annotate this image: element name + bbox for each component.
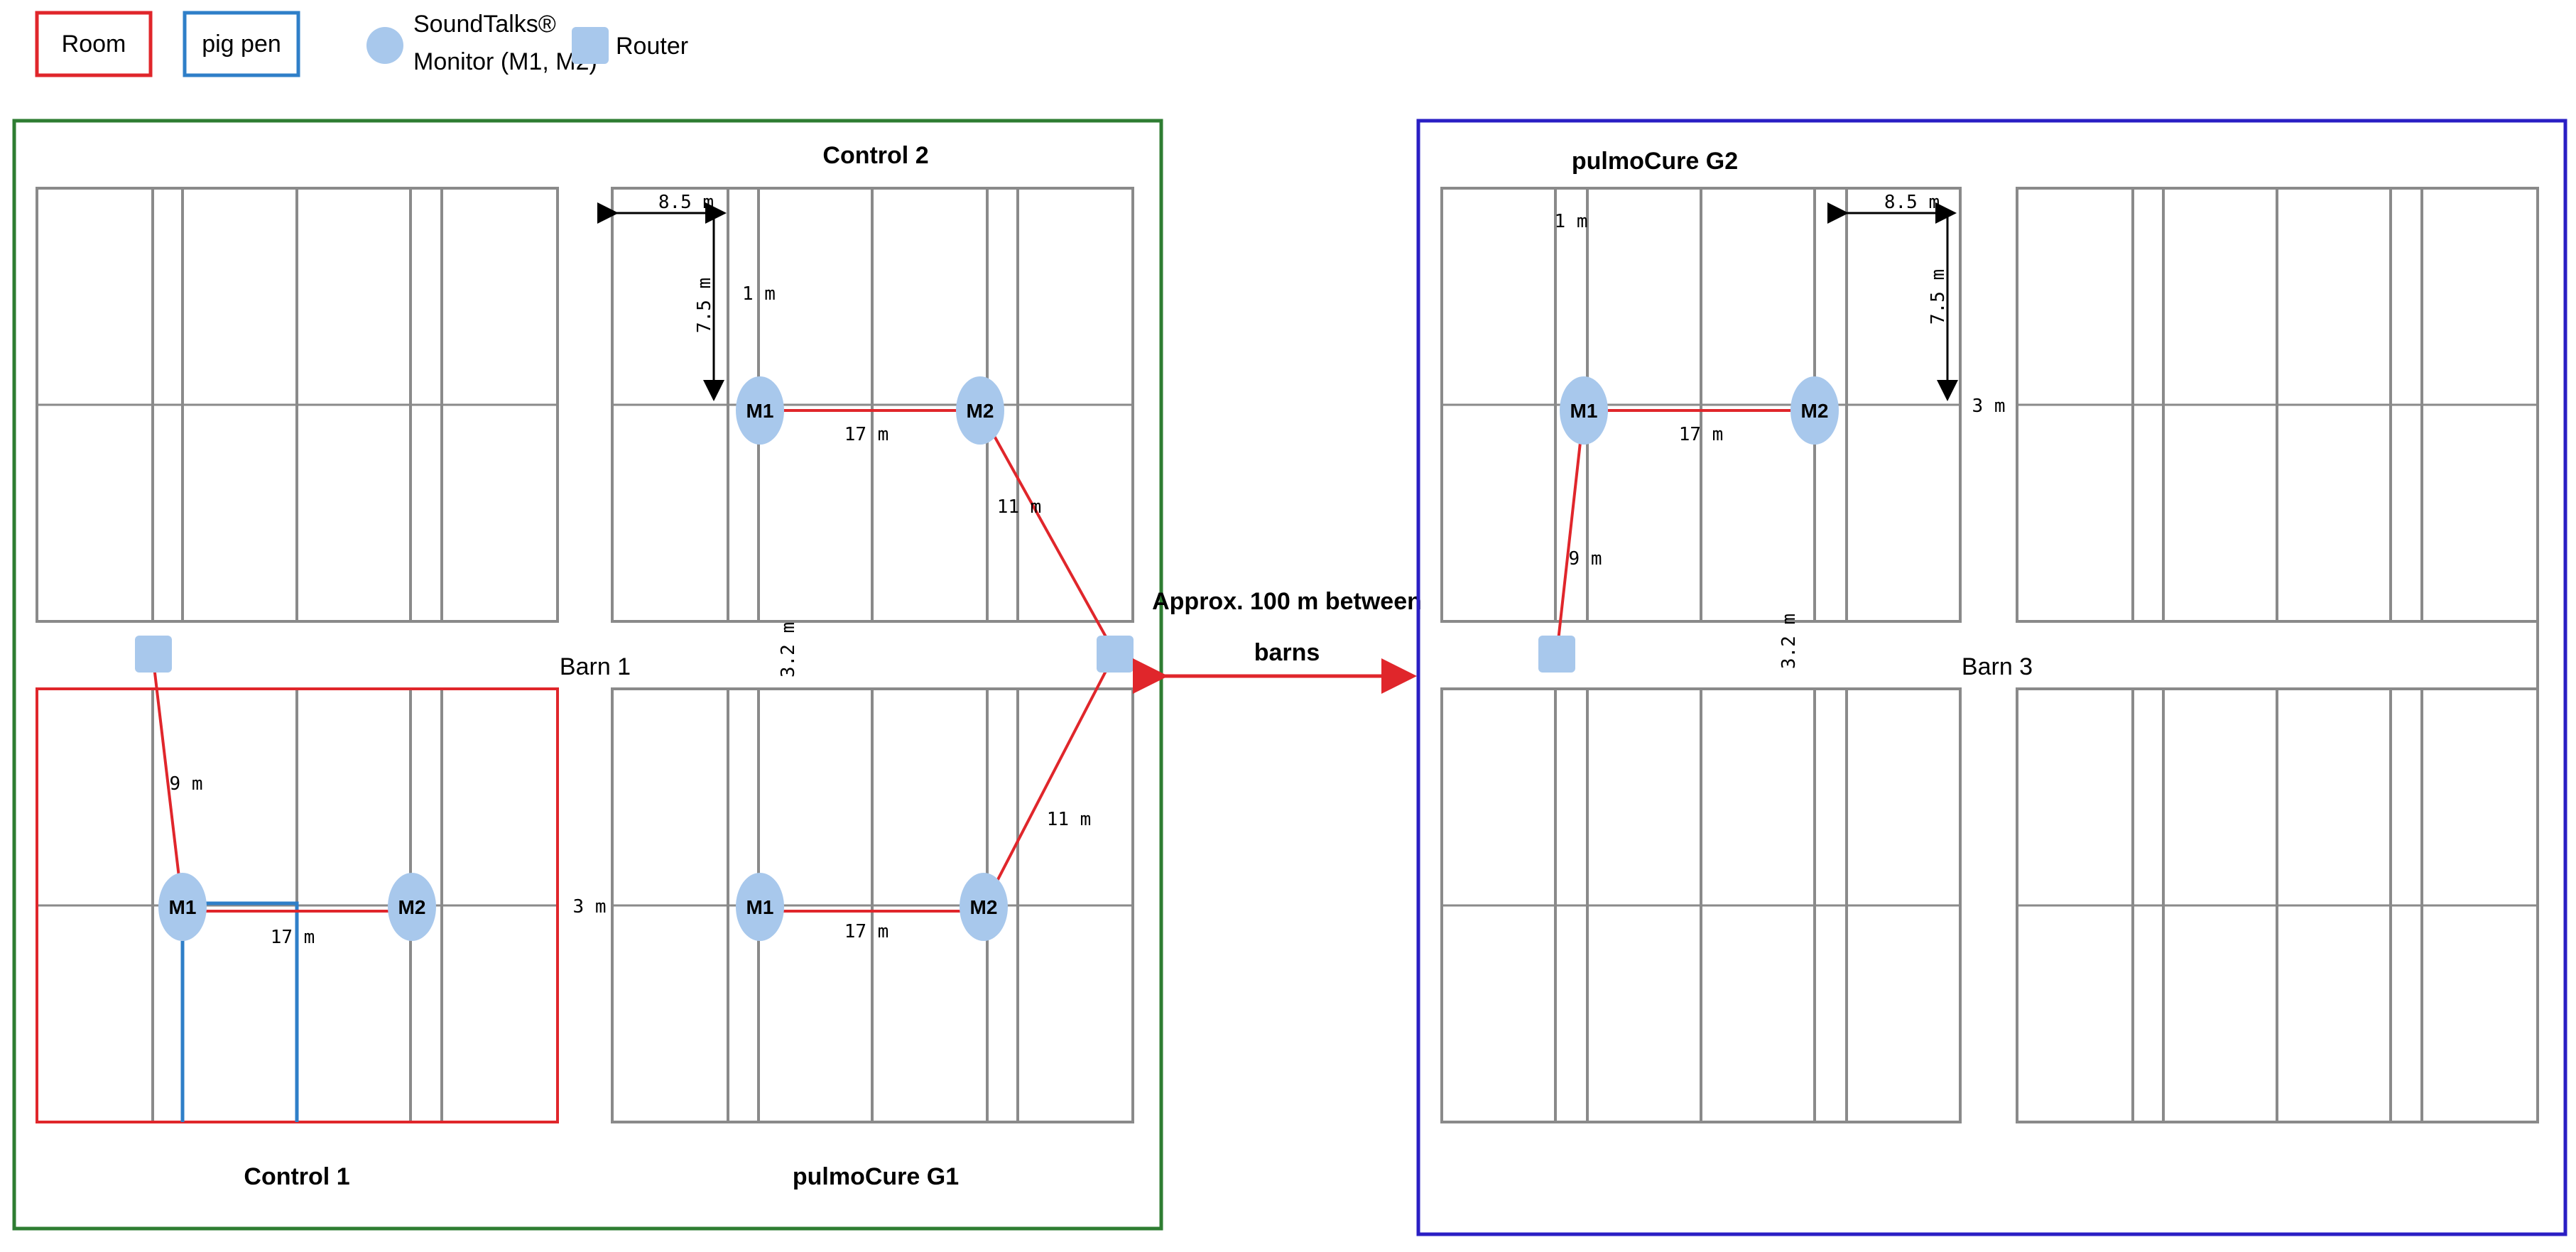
- label-3m-barn-3: 3 m: [1972, 396, 2006, 417]
- label-8-5m-control-2: 8.5 m: [658, 192, 714, 213]
- svg-text:M1: M1: [746, 896, 774, 918]
- label-7-5m-control-2: 7.5 m: [694, 278, 715, 333]
- control-1-title: Control 1: [244, 1163, 349, 1190]
- monitor-g2-m1: M1: [1560, 376, 1608, 445]
- svg-text:M2: M2: [398, 896, 426, 918]
- legend-monitor-label-line2: Monitor (M1, M2): [413, 48, 597, 75]
- label-8-5m-g2: 8.5 m: [1884, 192, 1940, 213]
- room-barn-3-bottom-left: [1440, 687, 1962, 1123]
- monitor-control-1-m2: M2: [388, 873, 436, 941]
- legend-room-swatch: [35, 11, 153, 77]
- between-barns: Approx. 100 m between barns: [1133, 588, 1422, 694]
- barn-3: pulmoCure G2: [1416, 119, 2567, 1236]
- legend-pig-pen-swatch: [183, 11, 300, 77]
- svg-text:M1: M1: [1570, 400, 1598, 422]
- barn-1-label: Barn 1: [560, 653, 631, 680]
- label-3m-barn-1: 3 m: [573, 896, 607, 918]
- legend-pig-pen-label: pig pen: [202, 31, 281, 58]
- label-11m-upper: 11 m: [997, 496, 1042, 518]
- distance-label-line2: barns: [1254, 639, 1320, 666]
- monitor-g2-m2: M2: [1790, 376, 1839, 445]
- monitor-control-2-m2: M2: [956, 376, 1004, 445]
- label-1m-control-2: 1 m: [742, 283, 776, 305]
- monitor-g1-m2: M2: [960, 873, 1008, 941]
- room-control-2: [611, 187, 1134, 623]
- pulmocure-g1-title: pulmoCure G1: [793, 1163, 959, 1190]
- svg-text:M2: M2: [967, 400, 994, 422]
- distance-label-line1: Approx. 100 m between: [1152, 588, 1422, 615]
- svg-text:M2: M2: [970, 896, 998, 918]
- barn-1: Control 2 Control 1 pulmoCure G1: [12, 119, 1163, 1231]
- room-pulmocure-g1: [611, 687, 1134, 1123]
- barn-3-border: [1416, 119, 2567, 1236]
- room-pulmocure-g2: [1440, 187, 1962, 623]
- label-9m-control-1: 9 m: [170, 773, 203, 795]
- barn-1-links: [151, 409, 1116, 913]
- room-control-1: [36, 687, 559, 1123]
- svg-text:M1: M1: [169, 896, 197, 918]
- label-17m-control-1: 17 m: [271, 927, 315, 948]
- label-17m-g2: 17 m: [1679, 424, 1724, 445]
- label-1m-g2: 1 m: [1555, 211, 1588, 232]
- label-7-5m-g2: 7.5 m: [1928, 269, 1949, 325]
- monitor-control-2-m1: M1: [736, 376, 784, 445]
- label-17m-g1: 17 m: [844, 921, 889, 942]
- monitor-control-1-m1: M1: [158, 873, 207, 941]
- room-barn-3-top-right: [2016, 187, 2539, 689]
- label-11m-lower: 11 m: [1047, 809, 1092, 830]
- legend-room-label: Room: [62, 31, 126, 58]
- control-2-title: Control 2: [822, 142, 928, 169]
- legend: Room pig pen SoundTalks® Monitor (M1, M2…: [35, 11, 688, 77]
- router-barn-3: [1538, 636, 1575, 673]
- room-top-left: [36, 187, 559, 623]
- pig-pen-outline: [180, 901, 299, 1122]
- barn-3-label: Barn 3: [1962, 653, 2033, 680]
- legend-monitor-label-line1: SoundTalks®: [413, 11, 556, 38]
- barn-3-links: [1555, 409, 1815, 654]
- svg-text:M2: M2: [1801, 400, 1829, 422]
- monitor-g1-m1: M1: [736, 873, 784, 941]
- label-3-2m-barn-3: 3.2 m: [1778, 614, 1800, 669]
- label-17m-control-2: 17 m: [844, 424, 889, 445]
- router-barn-1-right: [1097, 636, 1134, 673]
- label-3-2m-barn-1: 3.2 m: [778, 622, 799, 677]
- router-barn-1-left: [135, 636, 172, 673]
- pulmocure-g2-title: pulmoCure G2: [1572, 148, 1738, 175]
- legend-router-label: Router: [616, 33, 688, 60]
- room-barn-3-bottom-right: [2016, 687, 2539, 1123]
- legend-router-icon: [572, 27, 609, 64]
- label-9m-g2: 9 m: [1569, 548, 1602, 570]
- svg-text:M1: M1: [746, 400, 774, 422]
- legend-monitor-icon: [366, 27, 403, 64]
